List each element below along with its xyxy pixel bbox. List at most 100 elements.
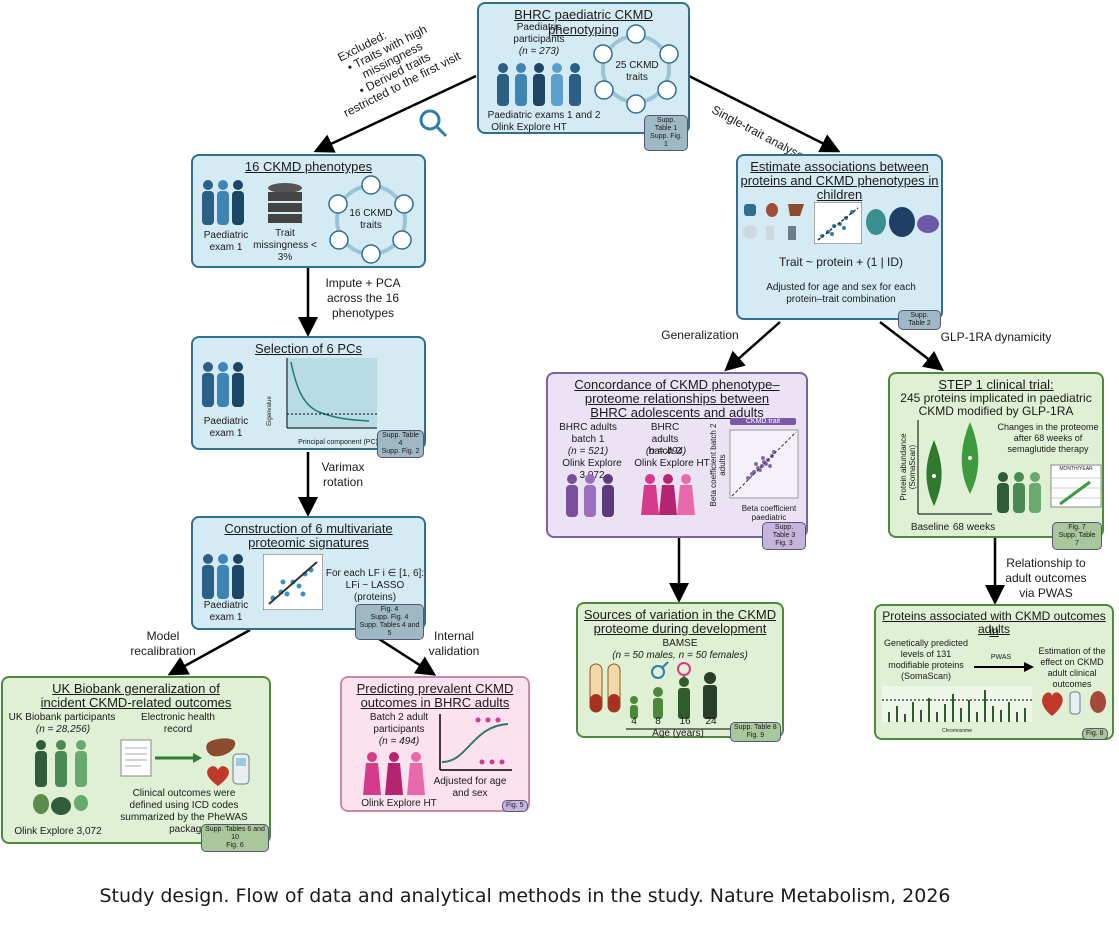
- people-icon: [202, 554, 244, 599]
- concordance-b1n: (n = 521): [567, 446, 609, 457]
- ukb-assay: Olink Explore 3,072: [14, 826, 102, 837]
- age-24: 24: [705, 716, 717, 727]
- sources-tag-1: Supp. Table 8: [734, 724, 777, 731]
- concordance-tag-1: Supp. Table 3: [772, 524, 796, 539]
- concordance-ckmd-trait: CKMD trait: [730, 418, 796, 425]
- concordance-xlabel: Beta coefficient paediatric: [741, 504, 797, 522]
- protein-structures-icon: [866, 207, 939, 237]
- green-arrow-icon: [155, 753, 202, 763]
- step1-box: STEP 1 clinical trial: 245 proteins impl…: [888, 372, 1104, 550]
- signatures-tag-2: Supp. Fig. 4: [370, 614, 409, 621]
- magnifier-icon: [419, 109, 448, 138]
- top-n: (n = 273): [518, 46, 560, 57]
- sources-n: (n = 50 males, n = 50 females): [612, 650, 748, 661]
- ukb-participants: UK Biobank participants: [8, 712, 116, 723]
- sources-box: Sources of variation in the CKMD proteom…: [576, 602, 784, 742]
- concordance-tag: Supp. Table 3 Fig. 3: [762, 522, 806, 550]
- pcs-box: Selection of 6 PCs Paediatric exam 1 Eig…: [191, 336, 426, 458]
- associations-box: Estimate associations between proteins a…: [736, 154, 943, 330]
- pwas-box: Proteins associated with CKMD outcomes i…: [874, 604, 1114, 740]
- concordance-title-3: BHRC adolescents and adults: [590, 405, 764, 420]
- signatures-tag-3: Supp. Tables 4 and 5: [359, 622, 420, 637]
- sources-title-2: proteome during development: [593, 621, 767, 636]
- people-icon: [997, 472, 1041, 513]
- concordance-scatter: [729, 429, 799, 499]
- associations-tag: Supp. Table 2: [898, 310, 941, 330]
- signatures-title-1: Construction of 6 multivariate: [224, 521, 393, 536]
- manhattan-plot: [882, 686, 1032, 722]
- ukb-title-1: UK Biobank generalization of: [52, 681, 220, 696]
- top-traits: 25 CKMD traits: [615, 60, 659, 83]
- prevalent-n: (n = 494): [378, 736, 420, 747]
- glucose-meter-icon: [232, 753, 250, 785]
- step1-tag-1: Fig. 7: [1068, 524, 1086, 531]
- prevalent-title-2: outcomes in BHRC adults: [360, 695, 510, 710]
- database-icon: [268, 183, 302, 223]
- step1-title: STEP 1 clinical trial:: [938, 377, 1054, 392]
- step1-changes: Changes in the proteome after 68 weeks o…: [997, 422, 1099, 454]
- scree-plot: [286, 358, 377, 429]
- step1-ylabel: Protein abundance (SomaScan): [899, 433, 917, 501]
- prevalent-assay: Olink Explore HT: [361, 798, 437, 809]
- step1-sub-1: 245 proteins implicated in paediatric: [900, 391, 1092, 405]
- ukb-clinical-2: defined using ICD codes: [129, 800, 239, 811]
- people-icon: [641, 474, 695, 515]
- figure-caption: Study design. Flow of data and analytica…: [99, 885, 951, 907]
- step1-baseline: Baseline: [910, 522, 950, 533]
- ukb-tag: Supp. Tables 6 and 10 Fig. 6: [201, 824, 269, 852]
- heart-icon: [207, 766, 229, 786]
- concordance-ylabel: Beta coefficient batch 2 adults: [709, 423, 727, 507]
- pwas-title-2: adults: [977, 622, 1011, 636]
- growth-figures-icon: [630, 672, 717, 719]
- phenotypes-box: 16 CKMD phenotypes Paediatric exam 1 Tra…: [191, 154, 426, 268]
- liver-icon: [206, 738, 236, 757]
- top-title: BHRC paediatric CKMD phenotyping: [514, 7, 653, 37]
- prevalent-tag: Fig. 5: [502, 800, 528, 812]
- pwas-arrow: [974, 662, 1034, 672]
- pcs-tag: Supp. Table 4 Supp. Fig. 2: [377, 430, 424, 458]
- associations-adjusted: Adjusted for age and sex for each protei…: [766, 282, 916, 305]
- age-16: 16: [679, 716, 691, 727]
- top-tag: Supp. Table 1 Supp. Fig. 1: [644, 115, 688, 151]
- ukb-n: (n = 28,256): [35, 724, 91, 735]
- pwas-title-1: Proteins associated with CKMD outcomes i…: [882, 609, 1106, 638]
- ukb-tag-1: Supp. Tables 6 and 10: [205, 826, 265, 841]
- top-participants: Paediatric participants: [513, 22, 565, 45]
- sources-tag: Supp. Table 8 Fig. 9: [730, 722, 781, 742]
- top-exams: Paediatric exams 1 and 2: [487, 110, 601, 121]
- top-assay: Olink Explore HT: [491, 122, 567, 133]
- regression-plot: [263, 554, 323, 610]
- sources-cohort: BAMSE: [662, 638, 698, 649]
- concordance-tag-2: Fig. 3: [775, 540, 793, 547]
- pcs-tag-1: Supp. Table 4: [382, 432, 419, 447]
- phenotypes-traits: 16 CKMD traits: [349, 208, 393, 231]
- ukb-title-2: incident CKMD-related outcomes: [40, 695, 232, 710]
- scatter-plot: [814, 202, 862, 244]
- concordance-title-2: proteome relationships between: [584, 391, 770, 406]
- ukb-ehr: Electronic health record: [141, 712, 215, 735]
- age-8: 8: [655, 716, 661, 727]
- signatures-text-1: For each LF i ∈ [1, 6]:: [325, 568, 425, 579]
- signatures-tag: Fig. 4 Supp. Fig. 4 Supp. Tables 4 and 5: [355, 604, 424, 640]
- associations-formula: Trait ~ protein + (1 | ID): [778, 255, 904, 269]
- organ-icons: [1042, 691, 1106, 716]
- pcs-tag-2: Supp. Fig. 2: [381, 448, 420, 455]
- varimax-label: Varimax rotation: [321, 460, 365, 489]
- sources-age-label: Age (years): [652, 728, 704, 739]
- organ-icons: [743, 203, 804, 240]
- people-icon: [566, 474, 614, 517]
- signatures-box: Construction of 6 multivariate proteomic…: [191, 516, 426, 640]
- concordance-b2: BHRC adults batch 2: [648, 422, 682, 457]
- relationship-label: Relationship to adult outcomes via PWAS: [1005, 556, 1087, 600]
- prevalent-batch: Batch 2 adult participants: [369, 712, 429, 735]
- internal-validation-label: Internal validation: [428, 629, 480, 658]
- people-icon: [202, 362, 244, 407]
- phenotypes-exam: Paediatric exam 1: [203, 230, 249, 253]
- pwas-tag: Fig. 8: [1082, 728, 1108, 740]
- concordance-b1: BHRC adults batch 1: [559, 422, 617, 445]
- sources-tag-2: Fig. 9: [746, 732, 765, 739]
- ukb-clinical-4: package: [169, 824, 207, 835]
- pcs-exam: Paediatric exam 1: [203, 416, 249, 439]
- signatures-title-2: proteomic signatures: [248, 535, 369, 550]
- step1-weeks: 68 weeks: [952, 522, 996, 533]
